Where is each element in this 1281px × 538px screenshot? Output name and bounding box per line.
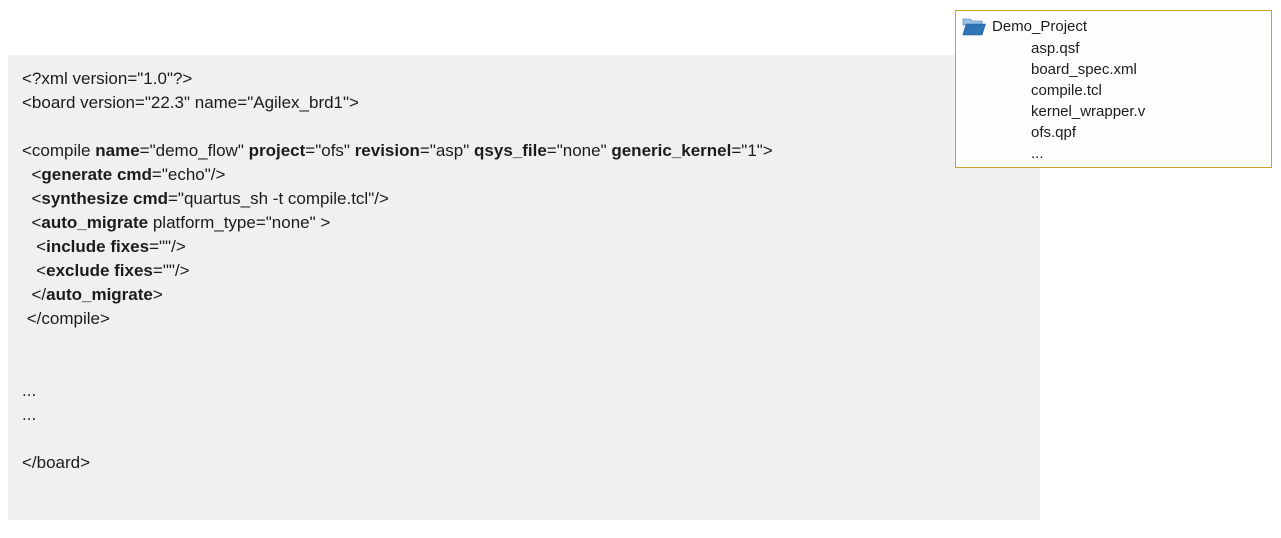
code-line: </auto_migrate> [22, 283, 1030, 307]
code-line [22, 331, 1030, 355]
code-token: ="quartus_sh -t compile.tcl"/> [167, 189, 389, 208]
code-line [22, 115, 1030, 139]
code-line: <include fixes=""/> [22, 235, 1030, 259]
code-token: <?xml version="1.0"?> [22, 69, 193, 88]
folder-icon [962, 17, 986, 36]
code-token-bold: generate cmd [41, 165, 152, 184]
code-token: ... [22, 405, 37, 424]
code-token: ="ofs" [305, 141, 355, 160]
code-token: < [22, 261, 47, 280]
code-token-bold: qsys_file [474, 141, 547, 160]
code-token: ... [22, 381, 37, 400]
file-list: asp.qsf board_spec.xml compile.tcl kernel_w… [962, 38, 1265, 164]
code-line: <?xml version="1.0"?> [22, 67, 1030, 91]
code-token-bold: generic_kernel [611, 141, 732, 160]
code-line: <generate cmd="echo"/> [22, 163, 1030, 187]
file-item: board_spec.xml [1031, 61, 1137, 78]
code-line: <exclude fixes=""/> [22, 259, 1030, 283]
file-item: ofs.qpf [1031, 124, 1077, 141]
code-line [22, 427, 1030, 451]
code-token: <board version="22.3" name="Agilex_brd1"… [22, 93, 359, 112]
code-token: platform_type="none" > [148, 213, 331, 232]
code-line: ... [22, 379, 1030, 403]
code-token-bold: auto_migrate [41, 213, 149, 232]
code-line: <synthesize cmd="quartus_sh -t compile.t… [22, 187, 1030, 211]
code-token: ="demo_flow" [139, 141, 249, 160]
code-line: </board> [22, 451, 1030, 475]
code-token: =""/> [149, 237, 186, 256]
xml-code-block: <?xml version="1.0"?> <board version="22.… [8, 55, 1040, 520]
code-token: ="none" [546, 141, 612, 160]
code-line: </compile> [22, 307, 1030, 331]
code-token-bold: include fixes [46, 237, 150, 256]
code-token-bold: project [248, 141, 306, 160]
code-token: < [22, 237, 47, 256]
folder-name: Demo_Project [992, 18, 1088, 35]
folder-row: Demo_Project [962, 16, 1265, 37]
code-token-bold: revision [354, 141, 420, 160]
code-line: <compile name="demo_flow" project="ofs" … [22, 139, 1030, 163]
code-token: < [22, 213, 42, 232]
code-token: ="1"> [731, 141, 773, 160]
file-item: compile.tcl [1031, 82, 1102, 99]
code-token-bold: auto_migrate [46, 285, 153, 304]
code-line [22, 355, 1030, 379]
code-token-bold: exclude fixes [46, 261, 153, 280]
code-token: <compile [22, 141, 96, 160]
code-line: <auto_migrate platform_type="none" > [22, 211, 1030, 235]
file-item: kernel_wrapper.v [1031, 103, 1146, 120]
code-line: <board version="22.3" name="Agilex_brd1"… [22, 91, 1030, 115]
code-token: </ [22, 285, 47, 304]
file-item: ... [1031, 145, 1044, 162]
code-token: </compile> [22, 309, 110, 328]
code-token: < [22, 189, 42, 208]
code-token: < [22, 165, 42, 184]
code-token-bold: synthesize cmd [41, 189, 168, 208]
code-token: ="echo"/> [151, 165, 226, 184]
code-token: =""/> [152, 261, 190, 280]
code-token-bold: name [95, 141, 140, 160]
code-token: > [152, 285, 163, 304]
code-token: </board> [22, 453, 91, 472]
file-item: asp.qsf [1031, 40, 1080, 57]
code-token: ="asp" [419, 141, 475, 160]
code-line: ... [22, 403, 1030, 427]
